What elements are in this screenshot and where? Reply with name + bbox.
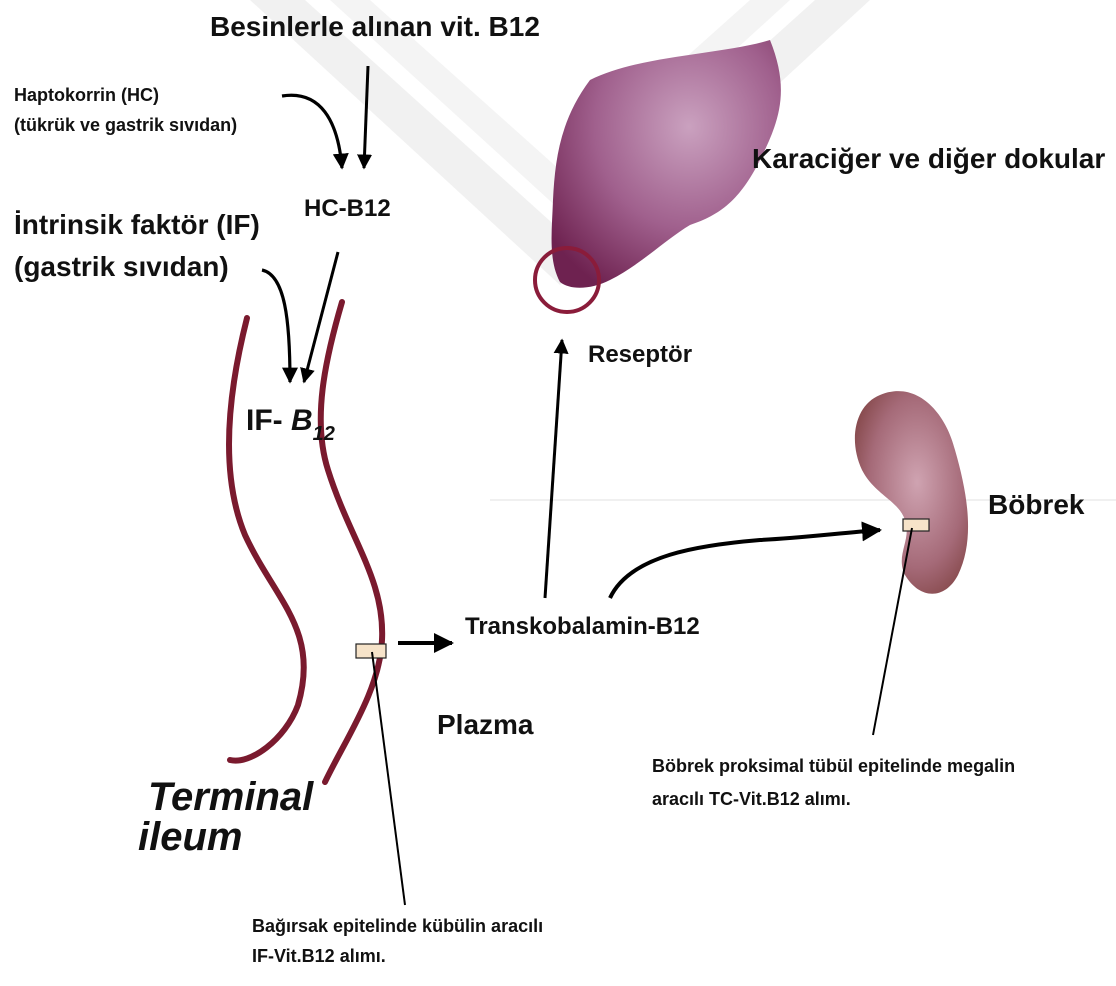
liver-label: Karaciğer ve diğer dokular — [752, 143, 1105, 174]
terminal-ileum-label-line2: ileum — [138, 815, 242, 859]
pointer-intestine-note — [372, 652, 405, 905]
dietary-b12-label: Besinlerle alınan vit. B12 — [210, 11, 540, 42]
transcobalamin-label: Transkobalamin-B12 — [465, 613, 700, 640]
plasma-label: Plazma — [437, 709, 534, 740]
arrow-if-to-ifb12 — [262, 270, 290, 382]
ileum-left-wall — [229, 318, 304, 761]
intrinsic-factor-label: İntrinsik faktör (IF) — [14, 209, 260, 240]
hc-b12-label: HC-B12 — [304, 195, 391, 222]
receptor-label: Reseptör — [588, 341, 692, 368]
intrinsic-factor-source-label: (gastrik sıvıdan) — [14, 251, 229, 282]
kidney-note-line1: Böbrek proksimal tübül epitelinde megali… — [652, 756, 1015, 776]
arrow-transcobalamin-to-receptor — [545, 340, 562, 598]
kidney-label: Böbrek — [988, 489, 1085, 520]
if-b12-b: B — [291, 404, 313, 437]
terminal-ileum-label: Terminal — [148, 775, 314, 819]
intestine-note-line1: Bağırsak epitelinde kübülin aracılı — [252, 916, 543, 936]
kidney-icon — [855, 391, 968, 594]
kidney-note-line2: aracılı TC-Vit.B12 alımı. — [652, 789, 851, 809]
ileum-right-wall — [321, 302, 382, 782]
if-b12-subscript: 12 — [313, 423, 335, 445]
arrow-hcb12-to-ifb12 — [304, 252, 338, 382]
intestine-note-line2: IF-Vit.B12 alımı. — [252, 946, 386, 966]
haptocorrin-label: Haptokorrin (HC) — [14, 85, 159, 105]
haptocorrin-source-label: (tükrük ve gastrik sıvıdan) — [14, 115, 237, 135]
cubilin-receptor-icon — [356, 644, 386, 658]
arrow-transcobalamin-to-kidney — [610, 530, 880, 598]
megalin-receptor-icon — [903, 519, 929, 531]
pointer-kidney-note — [873, 528, 912, 735]
if-b12-prefix: IF- — [246, 404, 291, 437]
liver-icon — [552, 40, 781, 288]
arrow-haptocorrin-to-hcb12 — [282, 95, 342, 168]
